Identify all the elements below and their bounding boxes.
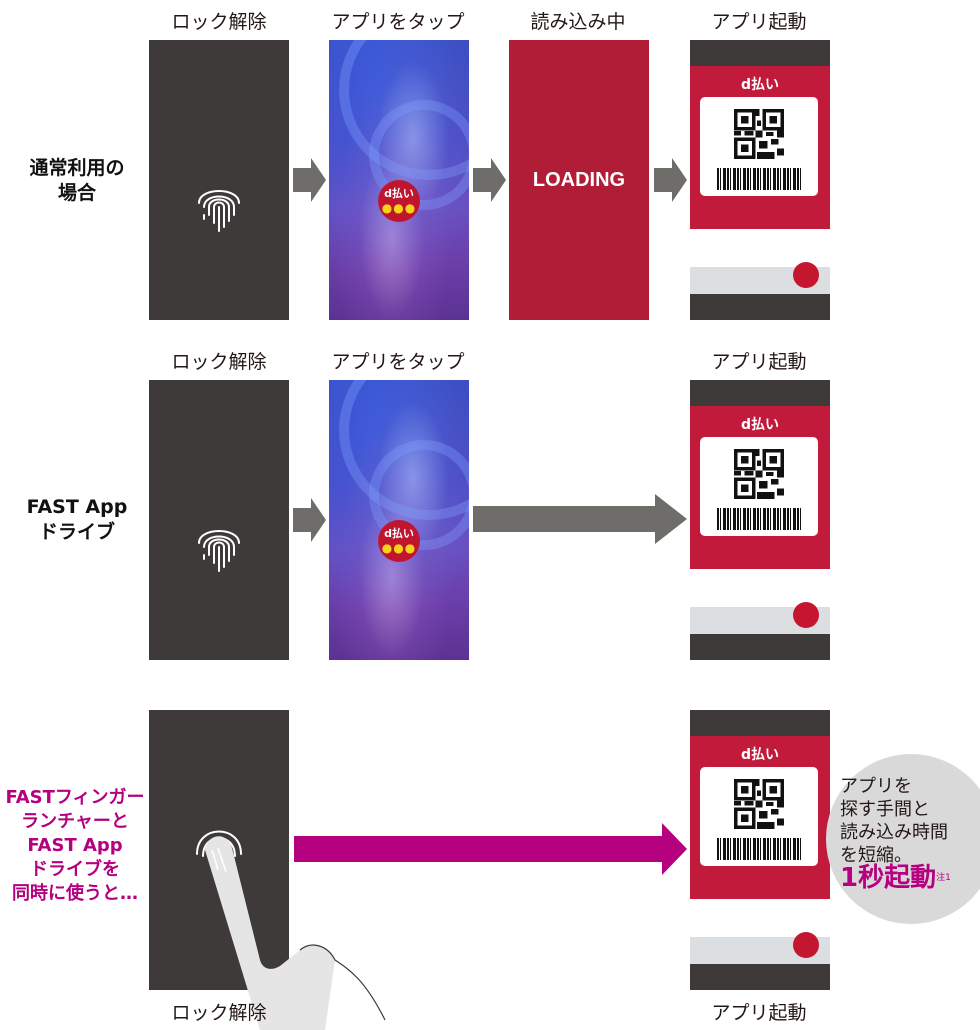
row3-label-line4: ドライブを: [30, 859, 120, 880]
arrow-right-icon: [654, 158, 687, 202]
callout-line2: 探す手間と: [840, 799, 930, 820]
app-brand: d払い: [740, 417, 780, 433]
app-brand: d払い: [740, 747, 780, 763]
row3-label-line2: ランチャーと: [21, 811, 129, 832]
magenta-long-arrow-right-icon: [294, 823, 687, 875]
barcode-icon: [717, 508, 801, 530]
barcode-icon: [717, 838, 801, 860]
barcode-icon: [717, 168, 801, 190]
d-payment-app-icon[interactable]: d払い ●●●: [378, 180, 420, 222]
callout-line3: 読み込み時間: [840, 822, 948, 843]
loading-text: LOADING: [532, 168, 626, 191]
row2-step1-label: ロック解除: [171, 351, 267, 373]
row1-label-line1: 通常利用の: [29, 157, 125, 179]
finger-icon: [205, 836, 386, 1030]
payment-code-card: [700, 767, 818, 866]
row1-step2-label: アプリをタップ: [331, 11, 465, 33]
callout-bubble: [826, 754, 980, 924]
d-payment-app-icon[interactable]: d払い ●●●: [378, 520, 420, 562]
row1-home-screen: d払い ●●●: [329, 40, 469, 320]
row1-lock-screen: [149, 40, 289, 320]
qr-code-icon: [734, 109, 784, 159]
fingerprint-icon: [198, 530, 240, 572]
row3-label: FASTフィンガー ランチャーと FAST App ドライブを 同時に使うと…: [0, 786, 150, 906]
fingerprint-icon: [198, 190, 240, 232]
app-icon-label: d払い: [384, 527, 414, 540]
row2-app-screen: d払い: [690, 380, 830, 660]
row2-label-line2: ドライブ: [38, 521, 115, 543]
row3-label-line5: 同時に使うと…: [12, 883, 138, 904]
row2-home-screen: d払い ●●●: [329, 380, 469, 660]
row2-label-line1: FAST App: [26, 496, 128, 518]
callout-highlight: 1秒起動: [840, 863, 937, 893]
payment-code-card: [700, 437, 818, 536]
footnote-marker: 注1: [936, 873, 951, 883]
row1-step3-label: 読み込み中: [530, 11, 626, 33]
action-button: [793, 602, 819, 628]
arrow-right-icon: [293, 158, 326, 202]
row2-label: FAST App ドライブ: [12, 495, 142, 545]
action-button: [793, 932, 819, 958]
row2-step2-label: アプリをタップ: [331, 351, 465, 373]
row2-lock-screen: [149, 380, 289, 660]
arrow-right-icon: [293, 498, 326, 542]
row1-app-screen: d払い: [690, 40, 830, 320]
callout-text: アプリを 探す手間と 読み込み時間 を短縮。 1秒起動注1: [840, 775, 951, 892]
row1-label: 通常利用の 場合: [12, 156, 142, 206]
qr-code-icon: [734, 449, 784, 499]
app-brand: d払い: [740, 77, 780, 93]
action-button: [793, 262, 819, 288]
row3-app-screen: d払い: [690, 710, 830, 990]
row2-step3-label: アプリ起動: [711, 351, 807, 373]
row3-step1-label: ロック解除: [171, 1002, 267, 1024]
callout-line1: アプリを: [840, 776, 912, 797]
qr-code-icon: [734, 779, 784, 829]
row1-step1-label: ロック解除: [171, 11, 267, 33]
row3-label-line3: FAST App: [27, 835, 123, 856]
row3-step2-label: アプリ起動: [711, 1002, 807, 1024]
arrow-right-icon: [473, 158, 506, 202]
row1-step4-label: アプリ起動: [711, 11, 807, 33]
app-icon-label: d払い: [384, 187, 414, 200]
row1-loading-screen: LOADING: [509, 40, 649, 320]
row3-label-line1: FASTフィンガー: [5, 787, 145, 808]
callout-line4: を短縮。: [840, 845, 912, 866]
row1-label-line2: 場合: [57, 182, 96, 204]
payment-code-card: [700, 97, 818, 196]
long-arrow-right-icon: [473, 494, 687, 544]
